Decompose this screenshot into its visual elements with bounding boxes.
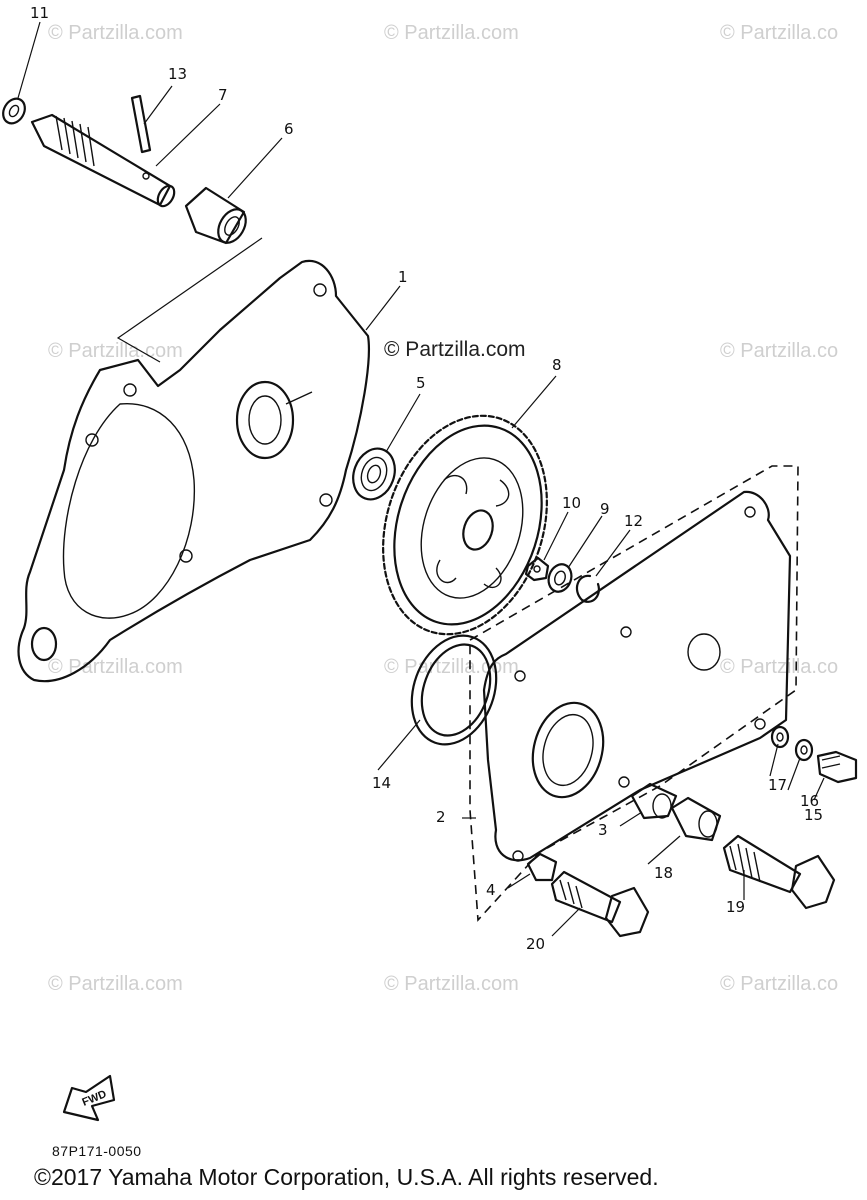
washer-part-9[interactable] bbox=[545, 561, 575, 595]
gear-part-8[interactable] bbox=[356, 394, 574, 655]
callout-13: 13 bbox=[168, 65, 188, 83]
watermark: © Partzilla.co bbox=[720, 656, 839, 678]
collar-part-18[interactable] bbox=[670, 796, 722, 842]
collar-part-3[interactable] bbox=[630, 782, 678, 820]
plate-part-2[interactable] bbox=[482, 490, 792, 862]
washer-part-17[interactable] bbox=[770, 725, 790, 749]
lock-washer-part-16[interactable] bbox=[794, 738, 814, 762]
callout-8: 8 bbox=[552, 356, 562, 374]
watermark: © Partzilla.com bbox=[48, 656, 183, 678]
bolt-part-19[interactable] bbox=[722, 834, 836, 910]
collar-part-4[interactable] bbox=[526, 852, 558, 882]
callout-16: 16 bbox=[800, 792, 820, 810]
diagram-code: 87P171-0050 bbox=[52, 1143, 142, 1159]
callout-2: 2 bbox=[436, 808, 446, 826]
watermark: © Partzilla.com bbox=[384, 973, 519, 995]
assembly-outline-part-2 bbox=[469, 465, 799, 922]
callout-1: 1 bbox=[398, 268, 408, 286]
callout-12: 12 bbox=[624, 512, 644, 530]
watermark: © Partzilla.co bbox=[720, 22, 839, 44]
callout-19: 19 bbox=[726, 898, 746, 916]
callout-10: 10 bbox=[562, 494, 582, 512]
bolt-part-20[interactable] bbox=[550, 870, 650, 938]
copyright-notice: ©2017 Yamaha Motor Corporation, U.S.A. A… bbox=[34, 1164, 659, 1190]
watermark: © Partzilla.com bbox=[48, 973, 183, 995]
callout-18: 18 bbox=[654, 864, 674, 882]
bearing-part-5[interactable] bbox=[346, 443, 401, 506]
callout-3: 3 bbox=[598, 821, 608, 839]
shaft-part-7[interactable] bbox=[30, 113, 178, 209]
watermark: © Partzilla.co bbox=[720, 340, 839, 362]
bushing-part-6[interactable] bbox=[184, 186, 251, 248]
pin-part-13[interactable] bbox=[130, 94, 152, 154]
circlip-part-12[interactable] bbox=[575, 574, 600, 603]
forward-arrow-icon bbox=[62, 1074, 116, 1122]
callout-6: 6 bbox=[284, 120, 294, 138]
watermark-center: © Partzilla.com bbox=[384, 338, 526, 361]
washer-part-11[interactable] bbox=[0, 95, 29, 128]
callout-4: 4 bbox=[486, 881, 496, 899]
nut-part-10[interactable] bbox=[524, 556, 550, 582]
callout-5: 5 bbox=[416, 374, 426, 392]
callout-20: 20 bbox=[526, 935, 546, 953]
callout-7: 7 bbox=[218, 86, 228, 104]
callout-17: 17 bbox=[768, 776, 788, 794]
watermark: © Partzilla.com bbox=[48, 22, 183, 44]
watermark: © Partzilla.com bbox=[48, 340, 183, 362]
watermark: © Partzilla.com bbox=[384, 22, 519, 44]
callout-9: 9 bbox=[600, 500, 610, 518]
watermark: © Partzilla.co bbox=[720, 973, 839, 995]
bolt-part-15[interactable] bbox=[816, 750, 858, 784]
cover-part-1[interactable] bbox=[17, 259, 370, 683]
callout-14: 14 bbox=[372, 774, 392, 792]
callout-11: 11 bbox=[30, 4, 50, 22]
seal-part-14[interactable] bbox=[397, 624, 510, 757]
callout-15: 15 bbox=[804, 806, 824, 824]
